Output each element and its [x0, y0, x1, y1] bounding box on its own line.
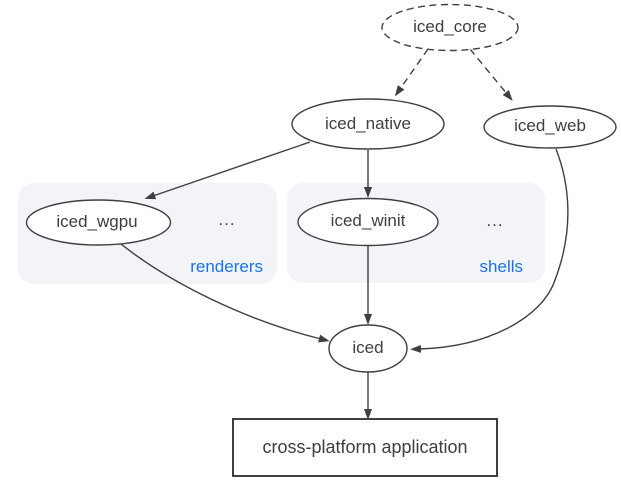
renderers-ellipsis: ... — [218, 210, 236, 229]
iced-native-node-shape — [291, 98, 445, 150]
edge-iced-core-to-iced-web — [469, 48, 513, 101]
iced-winit-node-shape — [297, 197, 439, 247]
iced-wgpu-node-shape — [25, 199, 172, 246]
shells-group-label: shells — [479, 257, 523, 276]
node-label-iced-web: iced_web — [514, 116, 586, 135]
application-node-shape — [232, 418, 498, 477]
node-label-iced: iced — [352, 338, 384, 357]
node-label-application: cross-platform application — [262, 437, 468, 457]
edge-layer — [120, 48, 569, 420]
edge-iced-wgpu-to-iced — [120, 243, 330, 343]
iced-core-node-shape — [381, 3, 519, 52]
node-label-iced-core: iced_core — [413, 17, 487, 36]
node-shape-layer — [25, 3, 617, 477]
edge-iced-native-to-iced-wgpu — [144, 141, 311, 200]
node-label-iced-wgpu: iced_wgpu — [56, 212, 138, 231]
renderers-group-label: renderers — [190, 257, 263, 276]
edge-iced-core-to-iced-native — [394, 48, 429, 97]
shells-ellipsis: ... — [486, 211, 504, 230]
iced-web-node-shape — [483, 105, 617, 149]
iced-node-shape — [328, 324, 408, 373]
node-label-iced-native: iced_native — [324, 114, 412, 133]
edge-iced-web-to-iced — [410, 148, 569, 353]
node-label-iced-winit: iced_winit — [330, 211, 406, 230]
